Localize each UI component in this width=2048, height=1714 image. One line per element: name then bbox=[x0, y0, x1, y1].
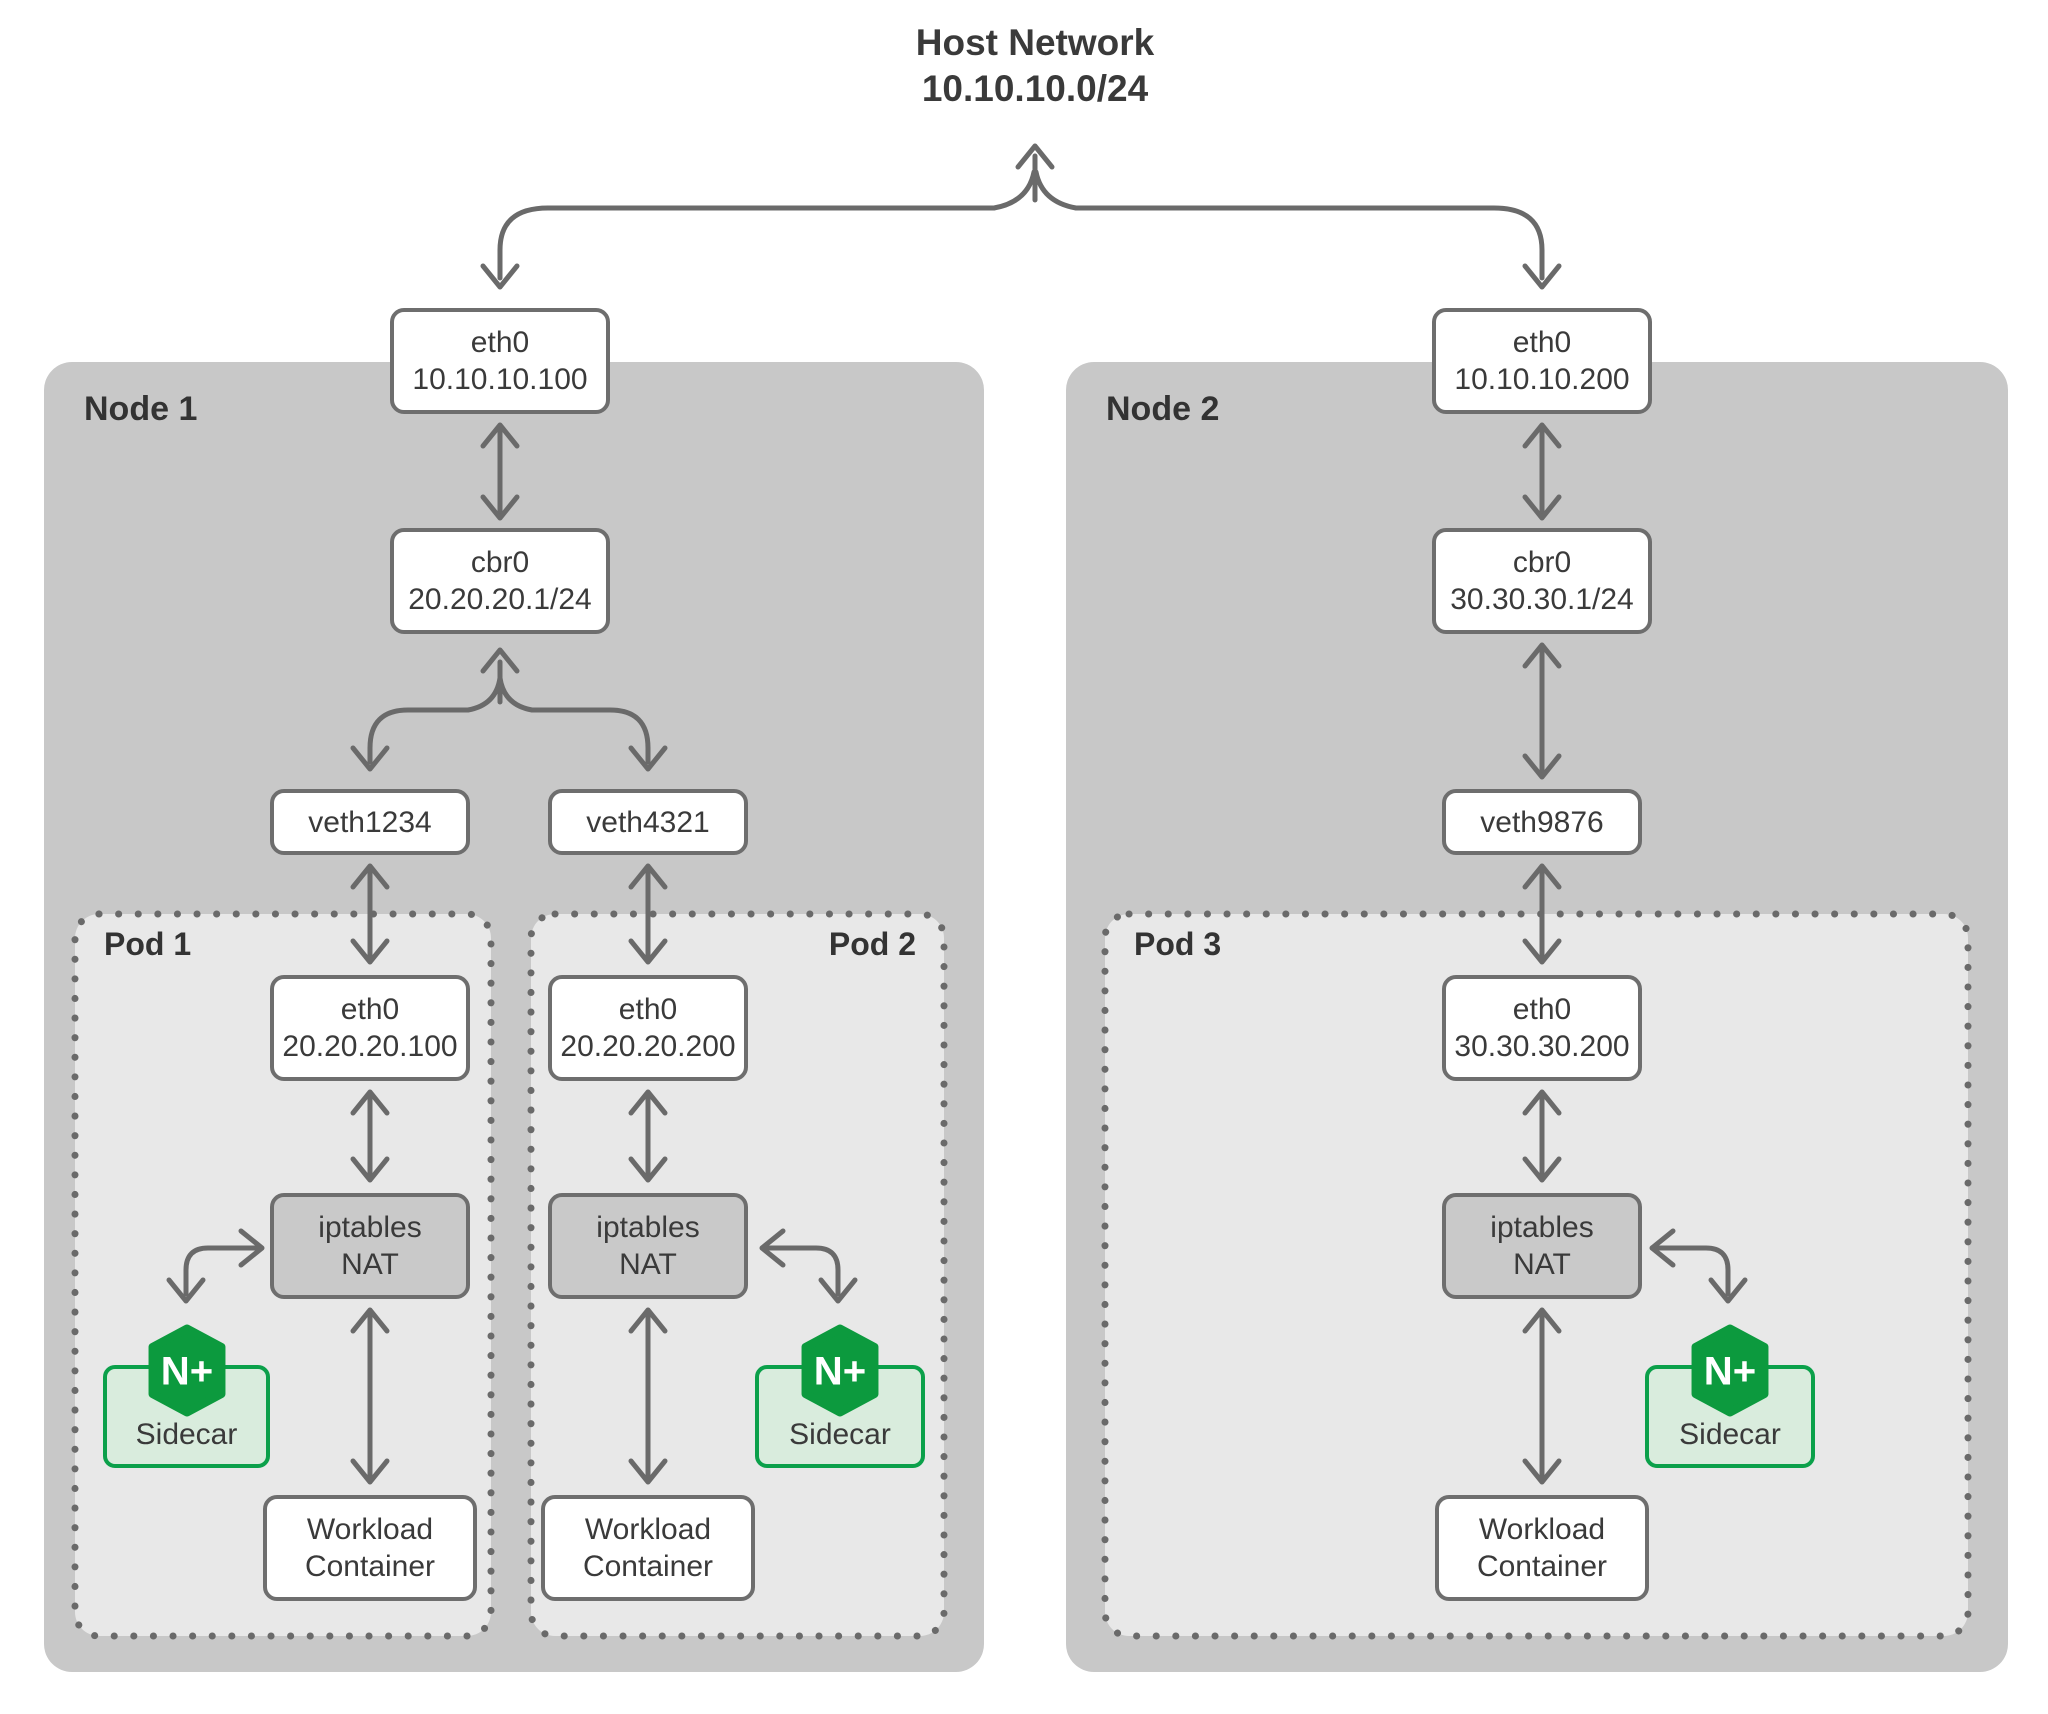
veth1234-name: veth1234 bbox=[308, 805, 432, 839]
node2-cbr0-ip: 30.30.30.1/24 bbox=[1450, 583, 1634, 616]
node2-cbr0-name: cbr0 bbox=[1512, 546, 1572, 579]
box-node1-eth0: eth0 10.10.10.100 bbox=[390, 308, 610, 414]
box-pod2-workload-container: Workload Container bbox=[541, 1495, 755, 1601]
nginx-plus-badge: N+ bbox=[1704, 1349, 1756, 1394]
box-pod3-iptables-nat: iptables NAT bbox=[1442, 1193, 1642, 1299]
box-pod2-iptables-nat: iptables NAT bbox=[548, 1193, 748, 1299]
arrow-node2-eth0-cbr0 bbox=[1522, 422, 1562, 521]
diagram-title: Host Network 10.10.10.0/24 bbox=[785, 20, 1285, 112]
pod1-eth0-name: eth0 bbox=[340, 993, 400, 1026]
host-network-connector bbox=[480, 143, 1562, 290]
pod1-nat-line1: iptables bbox=[318, 1211, 422, 1244]
box-veth9876: veth9876 bbox=[1442, 789, 1642, 855]
pod2-eth0-ip: 20.20.20.200 bbox=[560, 1030, 736, 1063]
arrow-pod3-nat-workload bbox=[1522, 1307, 1562, 1485]
pod3-workload-line1: Workload bbox=[1478, 1513, 1606, 1546]
nginx-plus-icon: N+ bbox=[801, 1324, 879, 1417]
node1-eth0-ip: 10.10.10.100 bbox=[412, 363, 588, 396]
pod3-eth0-ip: 30.30.30.200 bbox=[1454, 1030, 1630, 1063]
box-node2-cbr0: cbr0 30.30.30.1/24 bbox=[1432, 528, 1652, 634]
pod1-sidecar: N+ Sidecar bbox=[103, 1324, 270, 1468]
box-pod1-eth0: eth0 20.20.20.100 bbox=[270, 975, 470, 1081]
arrow-pod3-eth0-nat bbox=[1522, 1089, 1562, 1183]
arrow-veth1-pod1-eth0 bbox=[350, 863, 390, 965]
arrow-pod2-eth0-nat bbox=[628, 1089, 668, 1183]
pod2-workload-line1: Workload bbox=[584, 1513, 712, 1546]
pod3-eth0-name: eth0 bbox=[1512, 993, 1572, 1026]
pod2-sidecar-label: Sidecar bbox=[789, 1418, 891, 1451]
node1-cbr0-ip: 20.20.20.1/24 bbox=[408, 583, 592, 616]
pod3-sidecar: N+ Sidecar bbox=[1645, 1324, 1815, 1468]
arrow-pod2-nat-workload bbox=[628, 1307, 668, 1485]
arrow-veth2-pod2-eth0 bbox=[628, 863, 668, 965]
node1-eth0-name: eth0 bbox=[470, 326, 530, 359]
pod1-label: Pod 1 bbox=[104, 926, 192, 962]
pod1-workload-line2: Container bbox=[304, 1550, 436, 1583]
pod2-nat-line1: iptables bbox=[596, 1211, 700, 1244]
pod3-nat-line1: iptables bbox=[1490, 1211, 1594, 1244]
pod2-workload-line2: Container bbox=[582, 1550, 714, 1583]
box-pod3-eth0: eth0 30.30.30.200 bbox=[1442, 975, 1642, 1081]
box-pod3-workload-container: Workload Container bbox=[1435, 1495, 1649, 1601]
arrow-pod3-sidecar-nat bbox=[1649, 1228, 1748, 1304]
arrow-pod1-sidecar-nat bbox=[166, 1228, 265, 1304]
pod3-label: Pod 3 bbox=[1134, 926, 1222, 962]
veth4321-name: veth4321 bbox=[586, 805, 710, 839]
box-pod2-eth0: eth0 20.20.20.200 bbox=[548, 975, 748, 1081]
arrow-pod1-nat-workload bbox=[350, 1307, 390, 1485]
arrow-node2-cbr0-veth bbox=[1522, 642, 1562, 780]
arrow-veth-pod3-eth0 bbox=[1522, 863, 1562, 965]
pod2-nat-line2: NAT bbox=[619, 1248, 677, 1281]
pod2-sidecar: N+ Sidecar bbox=[755, 1324, 925, 1468]
box-node2-eth0: eth0 10.10.10.200 bbox=[1432, 308, 1652, 414]
pod2-label: Pod 2 bbox=[828, 926, 916, 962]
node1-cbr0-name: cbr0 bbox=[470, 546, 530, 579]
nginx-plus-badge: N+ bbox=[160, 1349, 212, 1394]
title-line2: 10.10.10.0/24 bbox=[921, 68, 1149, 109]
arrow-node1-eth0-cbr0 bbox=[480, 422, 520, 521]
node2-label: Node 2 bbox=[1106, 390, 1220, 428]
arrow-pod2-sidecar-nat bbox=[759, 1228, 858, 1304]
nginx-plus-icon: N+ bbox=[1691, 1324, 1769, 1417]
box-node1-cbr0: cbr0 20.20.20.1/24 bbox=[390, 528, 610, 634]
cbr0-branch-connector bbox=[350, 647, 668, 772]
node1-label: Node 1 bbox=[84, 390, 198, 428]
pod3-nat-line2: NAT bbox=[1513, 1248, 1571, 1281]
node2-eth0-name: eth0 bbox=[1512, 326, 1572, 359]
pod3-sidecar-label: Sidecar bbox=[1679, 1418, 1781, 1451]
pod2-eth0-name: eth0 bbox=[618, 993, 678, 1026]
veth9876-name: veth9876 bbox=[1480, 805, 1604, 839]
nginx-plus-badge: N+ bbox=[814, 1349, 866, 1394]
pod1-eth0-ip: 20.20.20.100 bbox=[282, 1030, 458, 1063]
pod1-nat-line2: NAT bbox=[341, 1248, 399, 1281]
nginx-plus-icon: N+ bbox=[148, 1324, 225, 1417]
box-pod1-workload-container: Workload Container bbox=[263, 1495, 477, 1601]
box-pod1-iptables-nat: iptables NAT bbox=[270, 1193, 470, 1299]
node2-eth0-ip: 10.10.10.200 bbox=[1454, 363, 1630, 396]
pod3-workload-line2: Container bbox=[1476, 1550, 1608, 1583]
arrow-pod1-eth0-nat bbox=[350, 1089, 390, 1183]
pod1-sidecar-label: Sidecar bbox=[135, 1418, 238, 1451]
box-veth1234: veth1234 bbox=[270, 789, 470, 855]
title-line1: Host Network bbox=[915, 22, 1155, 63]
box-veth4321: veth4321 bbox=[548, 789, 748, 855]
pod1-workload-line1: Workload bbox=[306, 1513, 434, 1546]
